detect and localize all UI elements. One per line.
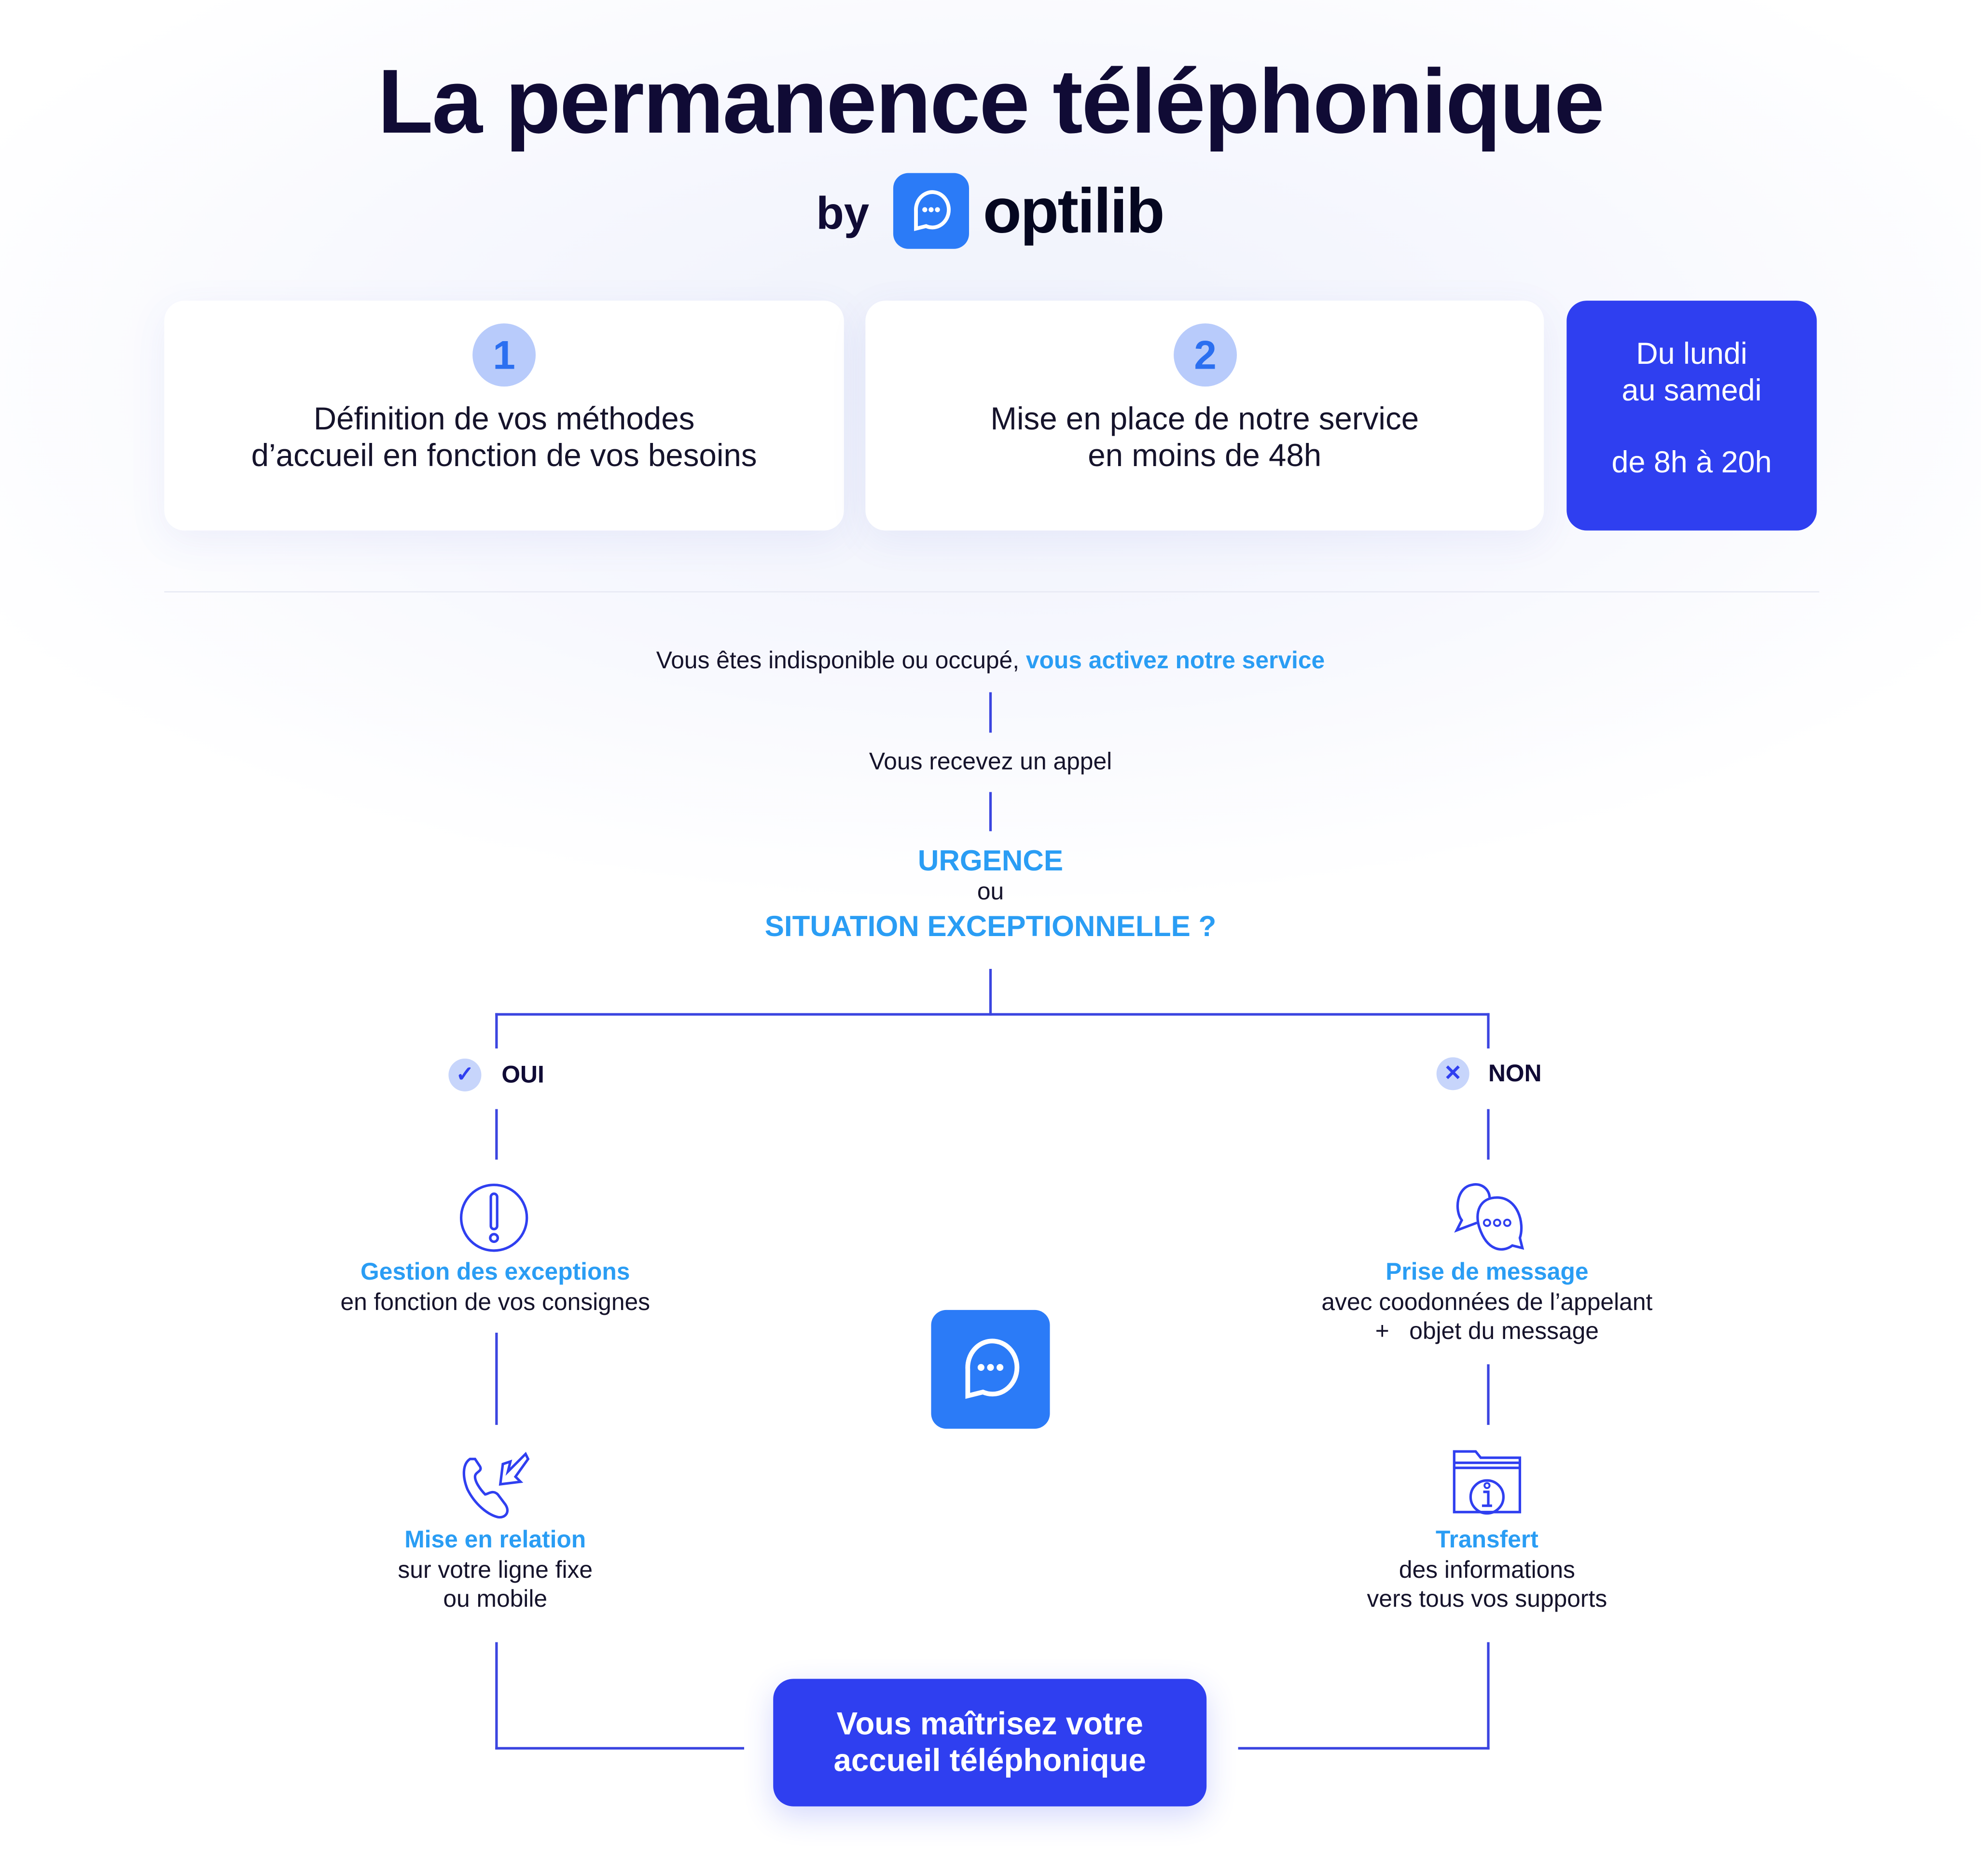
connector: [495, 1013, 498, 1048]
connector: [495, 1747, 745, 1750]
incoming-call-icon: [462, 1451, 530, 1519]
intro-plain: Vous êtes indisponible ou occupé,: [656, 648, 1026, 675]
call-text: Vous recevez un appel: [869, 749, 1112, 776]
connector: [989, 969, 992, 1016]
step-title: Mise en relation: [404, 1527, 586, 1554]
question-exception: SITUATION EXCEPTIONNELLE ?: [764, 909, 1217, 943]
intro-text: Vous êtes indisponible ou occupé, vous a…: [0, 648, 1981, 676]
exclamation-icon: [459, 1184, 528, 1252]
step-title: Prise de message: [1385, 1259, 1589, 1286]
info-folder-icon: [1453, 1450, 1522, 1515]
yes-label: OUI: [501, 1062, 544, 1089]
by-label: by: [816, 187, 870, 239]
step-sub-line: ou mobile: [443, 1586, 548, 1614]
connector: [495, 1332, 498, 1425]
hours-time: de 8h à 20h: [1611, 446, 1772, 480]
connector: [495, 1642, 498, 1750]
cta-box: Vous maîtrisez votre accueil téléphoniqu…: [773, 1679, 1207, 1807]
step-sub: en fonction de vos consignes: [340, 1289, 651, 1316]
check-icon: ✓: [448, 1058, 482, 1091]
brand-name: optilib: [983, 175, 1165, 247]
branch-connector: [495, 1013, 1490, 1016]
chat-bubbles-icon: [1454, 1183, 1524, 1251]
connector: [1487, 1642, 1490, 1750]
optilib-logo-icon: [893, 173, 970, 249]
step-title: Gestion des exceptions: [360, 1259, 630, 1286]
page-title: La permanence téléphonique: [377, 52, 1605, 153]
hours-box: Du lundi au samedi de 8h à 20h: [1566, 301, 1817, 531]
card-line: Mise en place de notre service: [990, 401, 1419, 437]
connector: [1487, 1364, 1490, 1425]
no-label: NON: [1488, 1061, 1542, 1088]
step-card-1: 1 Définition de vos méthodes d’accueil e…: [164, 301, 844, 531]
intro-highlight: vous activez notre service: [1025, 648, 1325, 675]
connector: [1238, 1747, 1490, 1750]
step-card-2: 2 Mise en place de notre service en moin…: [865, 301, 1544, 531]
hours-line: au samedi: [1621, 373, 1762, 408]
step-sub: des informations vers tous vos supports: [1234, 1556, 1740, 1614]
step-sub-line: vers tous vos supports: [1367, 1586, 1607, 1614]
question-or: ou: [977, 879, 1004, 906]
step-title: Transfert: [1435, 1527, 1538, 1554]
connector: [495, 1109, 498, 1160]
connector: [1487, 1109, 1490, 1160]
connector: [1487, 1013, 1490, 1048]
cta-line: accueil téléphonique: [833, 1742, 1146, 1778]
question-urgence: URGENCE: [917, 843, 1064, 877]
step-sub-line: des informations: [1399, 1557, 1575, 1584]
card-text: Mise en place de notre service en moins …: [865, 402, 1544, 475]
optilib-center-logo-icon: [931, 1310, 1050, 1429]
card-line: Définition de vos méthodes: [313, 401, 695, 437]
step-sub-line: avec coodonnées de l’appelant: [1321, 1289, 1653, 1316]
connector: [989, 792, 992, 831]
card-text: Définition de vos méthodes d’accueil en …: [164, 402, 844, 475]
connector: [989, 692, 992, 733]
card-line: en moins de 48h: [1088, 438, 1322, 474]
cta-line: Vous maîtrisez votre: [836, 1706, 1143, 1741]
step-number: 1: [472, 323, 536, 387]
step-sub: sur votre ligne fixe ou mobile: [243, 1556, 748, 1614]
card-line: d’accueil en fonction de vos besoins: [251, 438, 757, 474]
step-sub: avec coodonnées de l’appelant + objet du…: [1171, 1288, 1803, 1346]
step-number: 2: [1174, 323, 1237, 387]
divider: [164, 591, 1819, 593]
hours-line: Du lundi: [1636, 337, 1747, 372]
close-icon: ✕: [1436, 1057, 1469, 1090]
step-sub-line: sur votre ligne fixe: [398, 1557, 593, 1584]
step-sub-line: + objet du message: [1375, 1319, 1599, 1346]
